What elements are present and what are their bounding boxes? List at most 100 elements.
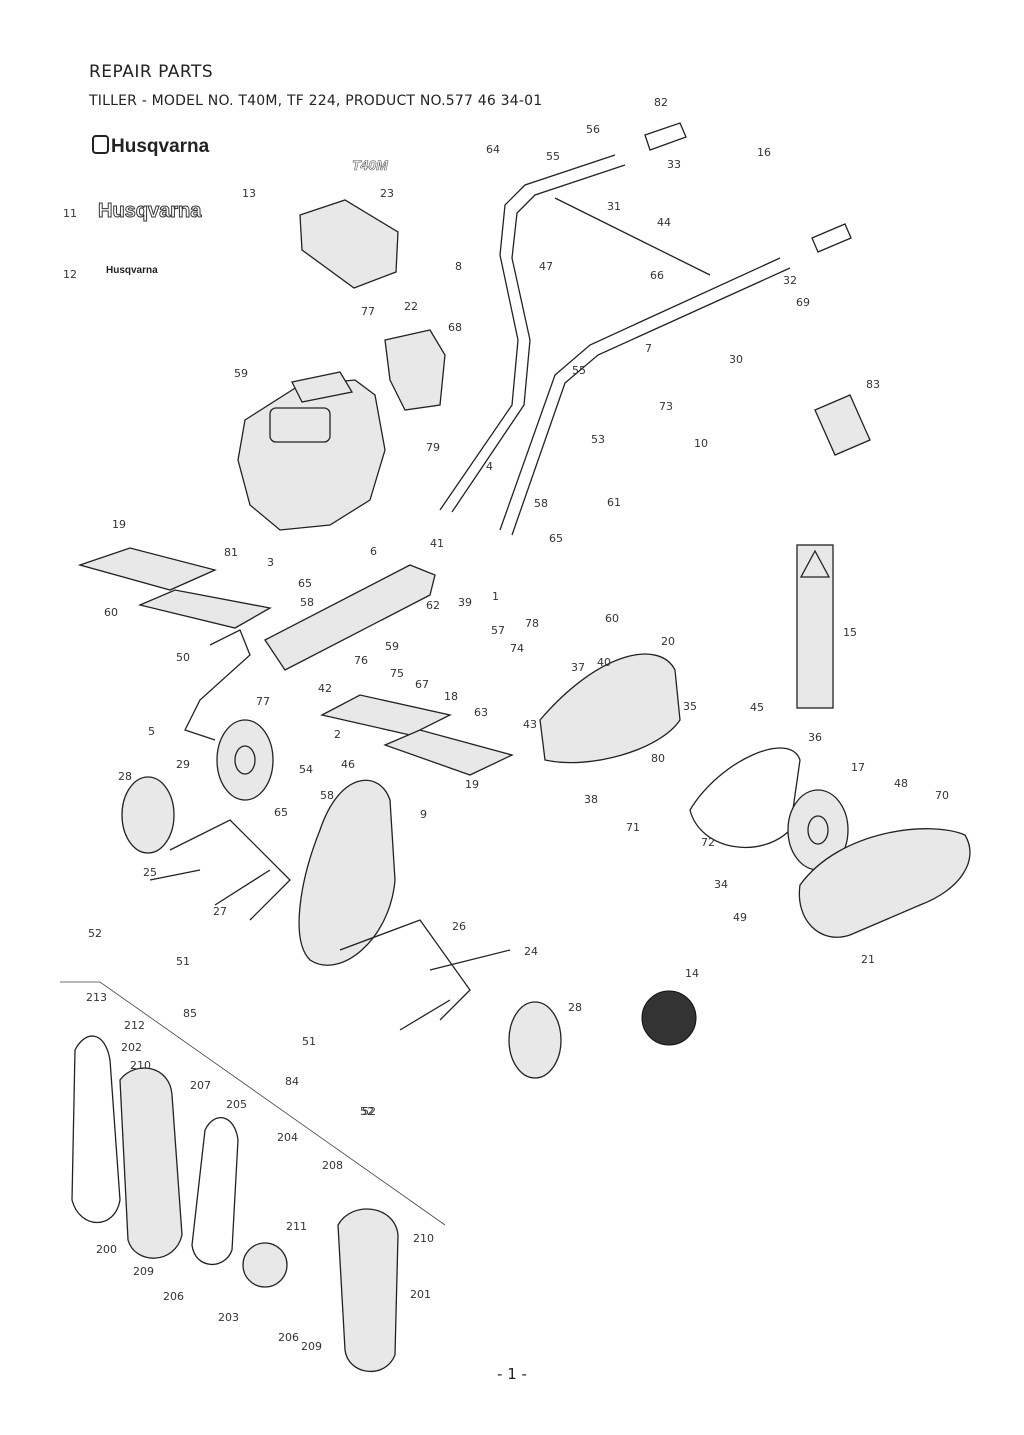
- part-label-14: 14: [685, 967, 699, 980]
- part-label-19: 19: [465, 778, 479, 791]
- part-label-213: 213: [86, 991, 107, 1004]
- part-label-84: 84: [285, 1075, 299, 1088]
- part-label-79: 79: [426, 441, 440, 454]
- husqvarna-decal-small: Husqvarna: [106, 265, 158, 276]
- part-label-78: 78: [525, 617, 539, 630]
- part-label-85: 85: [183, 1007, 197, 1020]
- part-label-27: 27: [213, 905, 227, 918]
- part-label-203: 203: [218, 1311, 239, 1324]
- part-label-81: 81: [224, 546, 238, 559]
- transport-wheel: [216, 719, 274, 801]
- engine-mount-plate: [77, 547, 217, 591]
- part-label-37: 37: [571, 661, 585, 674]
- guard-bracket: [299, 199, 399, 289]
- part-label-82: 82: [654, 96, 668, 109]
- chain-cover: [539, 653, 681, 764]
- part-label-51: 51: [302, 1035, 316, 1048]
- part-label-17: 17: [851, 761, 865, 774]
- part-label-52: 52: [360, 1105, 374, 1118]
- part-label-204: 204: [277, 1131, 298, 1144]
- part-label-60: 60: [605, 612, 619, 625]
- engine-top: [291, 371, 354, 403]
- part-label-13: 13: [242, 187, 256, 200]
- part-label-77: 77: [256, 695, 270, 708]
- part-label-23: 23: [380, 187, 394, 200]
- husqvarna-logo: Husqvarna: [92, 135, 209, 158]
- ear-protection-icon: [641, 990, 697, 1046]
- page-number: - 1 -: [497, 1365, 527, 1383]
- part-label-43: 43: [523, 718, 537, 731]
- part-label-26: 26: [452, 920, 466, 933]
- warning-decal: [796, 544, 834, 709]
- part-label-83: 83: [866, 378, 880, 391]
- part-label-52: 52: [362, 1105, 376, 1118]
- handlebar-left: [439, 154, 626, 513]
- part-label-1: 1: [492, 590, 499, 603]
- part-label-40: 40: [597, 656, 611, 669]
- model-decal: T40M: [352, 157, 388, 174]
- part-label-47: 47: [539, 260, 553, 273]
- part-label-67: 67: [415, 678, 429, 691]
- part-label-207: 207: [190, 1079, 211, 1092]
- part-label-6: 6: [370, 545, 377, 558]
- part-label-65: 65: [274, 806, 288, 819]
- lower-plate: [320, 694, 452, 736]
- part-label-64: 64: [486, 143, 500, 156]
- part-label-69: 69: [796, 296, 810, 309]
- part-label-36: 36: [808, 731, 822, 744]
- part-label-55: 55: [572, 364, 586, 377]
- part-label-28: 28: [118, 770, 132, 783]
- side-skid: [383, 729, 514, 776]
- part-label-66: 66: [650, 269, 664, 282]
- part-label-31: 31: [607, 200, 621, 213]
- crank-handle: [184, 629, 251, 741]
- chain-case-left: [119, 1067, 183, 1259]
- belt-guard: [798, 828, 971, 938]
- part-label-51: 51: [176, 955, 190, 968]
- tine-assembly-left: [149, 819, 291, 921]
- part-label-49: 49: [733, 911, 747, 924]
- part-label-201: 201: [410, 1288, 431, 1301]
- part-label-77: 77: [361, 305, 375, 318]
- sprocket: [242, 1242, 288, 1288]
- chain: [191, 1117, 239, 1266]
- part-label-209: 209: [133, 1265, 154, 1278]
- part-label-15: 15: [843, 626, 857, 639]
- part-label-200: 200: [96, 1243, 117, 1256]
- part-label-211: 211: [286, 1220, 307, 1233]
- part-label-46: 46: [341, 758, 355, 771]
- part-label-210: 210: [413, 1232, 434, 1245]
- page-title: REPAIR PARTS: [89, 62, 214, 82]
- part-label-63: 63: [474, 706, 488, 719]
- part-label-18: 18: [444, 690, 458, 703]
- part-label-68: 68: [448, 321, 462, 334]
- part-label-65: 65: [549, 532, 563, 545]
- part-label-7: 7: [645, 342, 652, 355]
- part-label-57: 57: [491, 624, 505, 637]
- part-label-8: 8: [455, 260, 462, 273]
- part-label-20: 20: [661, 635, 675, 648]
- part-label-73: 73: [659, 400, 673, 413]
- parts-bag: [814, 394, 871, 456]
- tine-assembly-right: [339, 919, 511, 1031]
- part-label-59: 59: [385, 640, 399, 653]
- part-label-33: 33: [667, 158, 681, 171]
- part-label-75: 75: [390, 667, 404, 680]
- part-label-38: 38: [584, 793, 598, 806]
- part-label-210: 210: [130, 1059, 151, 1072]
- part-label-24: 24: [524, 945, 538, 958]
- part-label-65: 65: [298, 577, 312, 590]
- engine-fuel-tank: [269, 407, 331, 443]
- part-label-9: 9: [420, 808, 427, 821]
- part-label-10: 10: [694, 437, 708, 450]
- part-label-50: 50: [176, 651, 190, 664]
- part-label-76: 76: [354, 654, 368, 667]
- throttle-cable: [554, 197, 711, 276]
- handlebar-right: [499, 257, 791, 536]
- part-label-41: 41: [430, 537, 444, 550]
- part-label-30: 30: [729, 353, 743, 366]
- main-frame: [264, 564, 436, 671]
- part-label-208: 208: [322, 1159, 343, 1172]
- part-label-60: 60: [104, 606, 118, 619]
